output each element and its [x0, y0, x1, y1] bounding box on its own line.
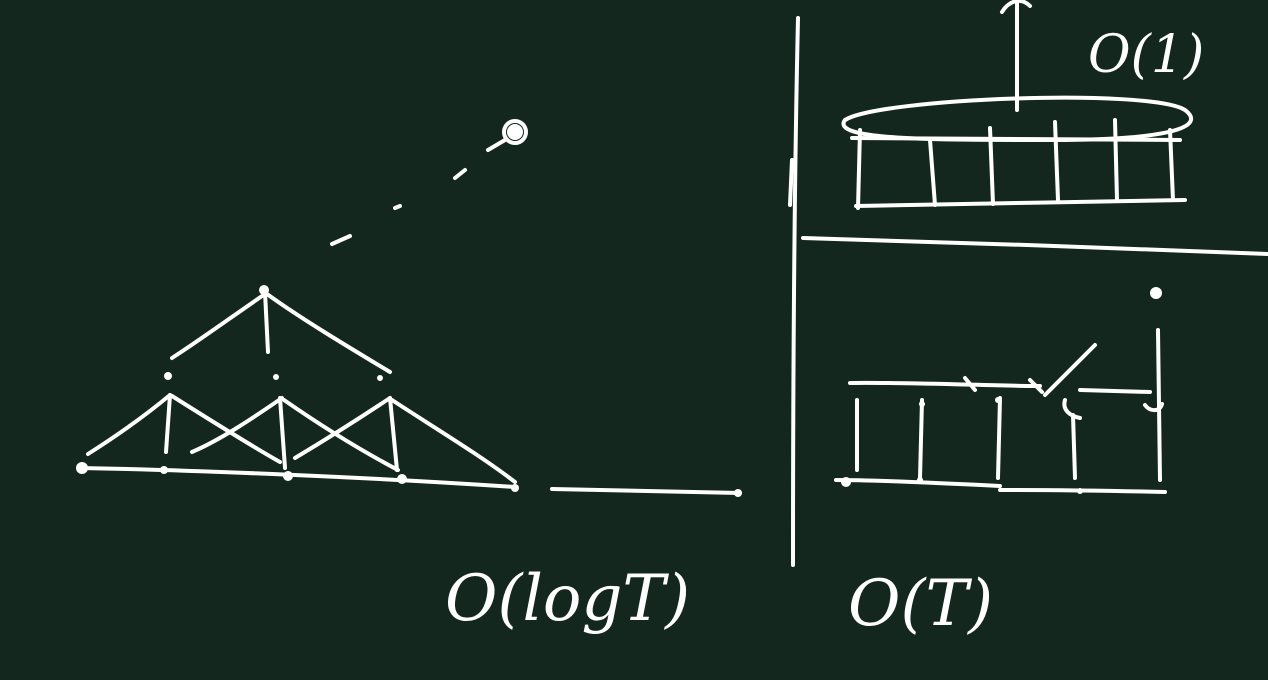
node1-vertical — [164, 393, 172, 454]
up-arrow-head — [1000, 0, 1032, 14]
cell-5 — [1113, 118, 1119, 202]
dividers — [788, 16, 1268, 567]
chain-v4 — [1071, 413, 1077, 480]
edge-n3-left — [293, 396, 392, 460]
node3-vertical — [388, 396, 399, 472]
dash-2 — [393, 204, 402, 210]
top-right-complexity-label: O(1) — [1088, 25, 1204, 85]
chain-v3 — [996, 396, 1002, 480]
root-node — [259, 285, 269, 295]
dash-4 — [486, 138, 507, 152]
edge-n1-right — [170, 394, 282, 464]
vertical-divider-tick — [788, 158, 794, 207]
dash-3 — [453, 168, 467, 180]
edge-n2-left — [190, 396, 284, 454]
cell-6 — [1168, 128, 1175, 202]
leaf-5 — [734, 489, 742, 497]
node-3 — [377, 375, 383, 381]
chain-arrow-1 — [963, 376, 977, 392]
node-1 — [164, 372, 172, 380]
cell-3 — [988, 126, 995, 206]
leaf-2 — [283, 471, 293, 481]
chain-top-2 — [1078, 388, 1152, 394]
chain-hook-2 — [1143, 402, 1164, 413]
bottom-right-complexity-label: O(T) — [848, 567, 993, 641]
leaf-3 — [397, 474, 407, 484]
chain-nodes — [841, 287, 1162, 494]
binary-tree-diagram — [78, 138, 742, 495]
root-vertical — [263, 290, 270, 354]
chain-diagonal — [1043, 343, 1097, 397]
leaf-4 — [511, 484, 519, 492]
tree-nodes — [76, 124, 742, 497]
edge-n3-right — [390, 398, 517, 484]
chain-dot-1 — [919, 401, 925, 407]
baseline-extension — [550, 487, 742, 495]
left-complexity-label: O(logT) — [445, 562, 690, 636]
chain-arrow-2 — [1028, 378, 1044, 394]
node2-vertical — [278, 396, 287, 470]
chain-dot-3 — [917, 477, 923, 483]
root-right-branch — [265, 292, 392, 374]
cell-2 — [928, 138, 937, 207]
chain-dot-2 — [995, 397, 1001, 403]
bottom-right-diagram — [834, 328, 1167, 494]
cell-4 — [1053, 120, 1060, 202]
tree-baseline — [78, 466, 517, 489]
array-bottom — [854, 198, 1187, 208]
edge-n2-right — [282, 398, 400, 472]
leaf-0 — [76, 462, 88, 474]
top-right-diagram — [841, 0, 1194, 210]
far-node-fill — [507, 124, 523, 140]
cell-1 — [856, 128, 862, 210]
chain-top — [848, 380, 1042, 388]
far-node-ring — [502, 119, 528, 145]
root-left-branch — [170, 292, 267, 360]
chain-start-node — [841, 477, 851, 487]
vertical-divider — [791, 16, 800, 567]
horizontal-divider — [801, 236, 1268, 256]
chain-hook-1 — [1062, 398, 1082, 420]
edge-n1-left — [86, 393, 172, 456]
chain-top-node — [1150, 287, 1162, 299]
leaf-1 — [160, 466, 168, 474]
chain-bottom-2 — [998, 488, 1167, 494]
chain-dot-4 — [1077, 488, 1083, 494]
dash-1 — [330, 234, 352, 246]
chain-v2 — [918, 398, 924, 480]
array-top — [850, 136, 1182, 142]
node-2 — [273, 374, 279, 380]
chain-v5 — [1156, 328, 1162, 482]
